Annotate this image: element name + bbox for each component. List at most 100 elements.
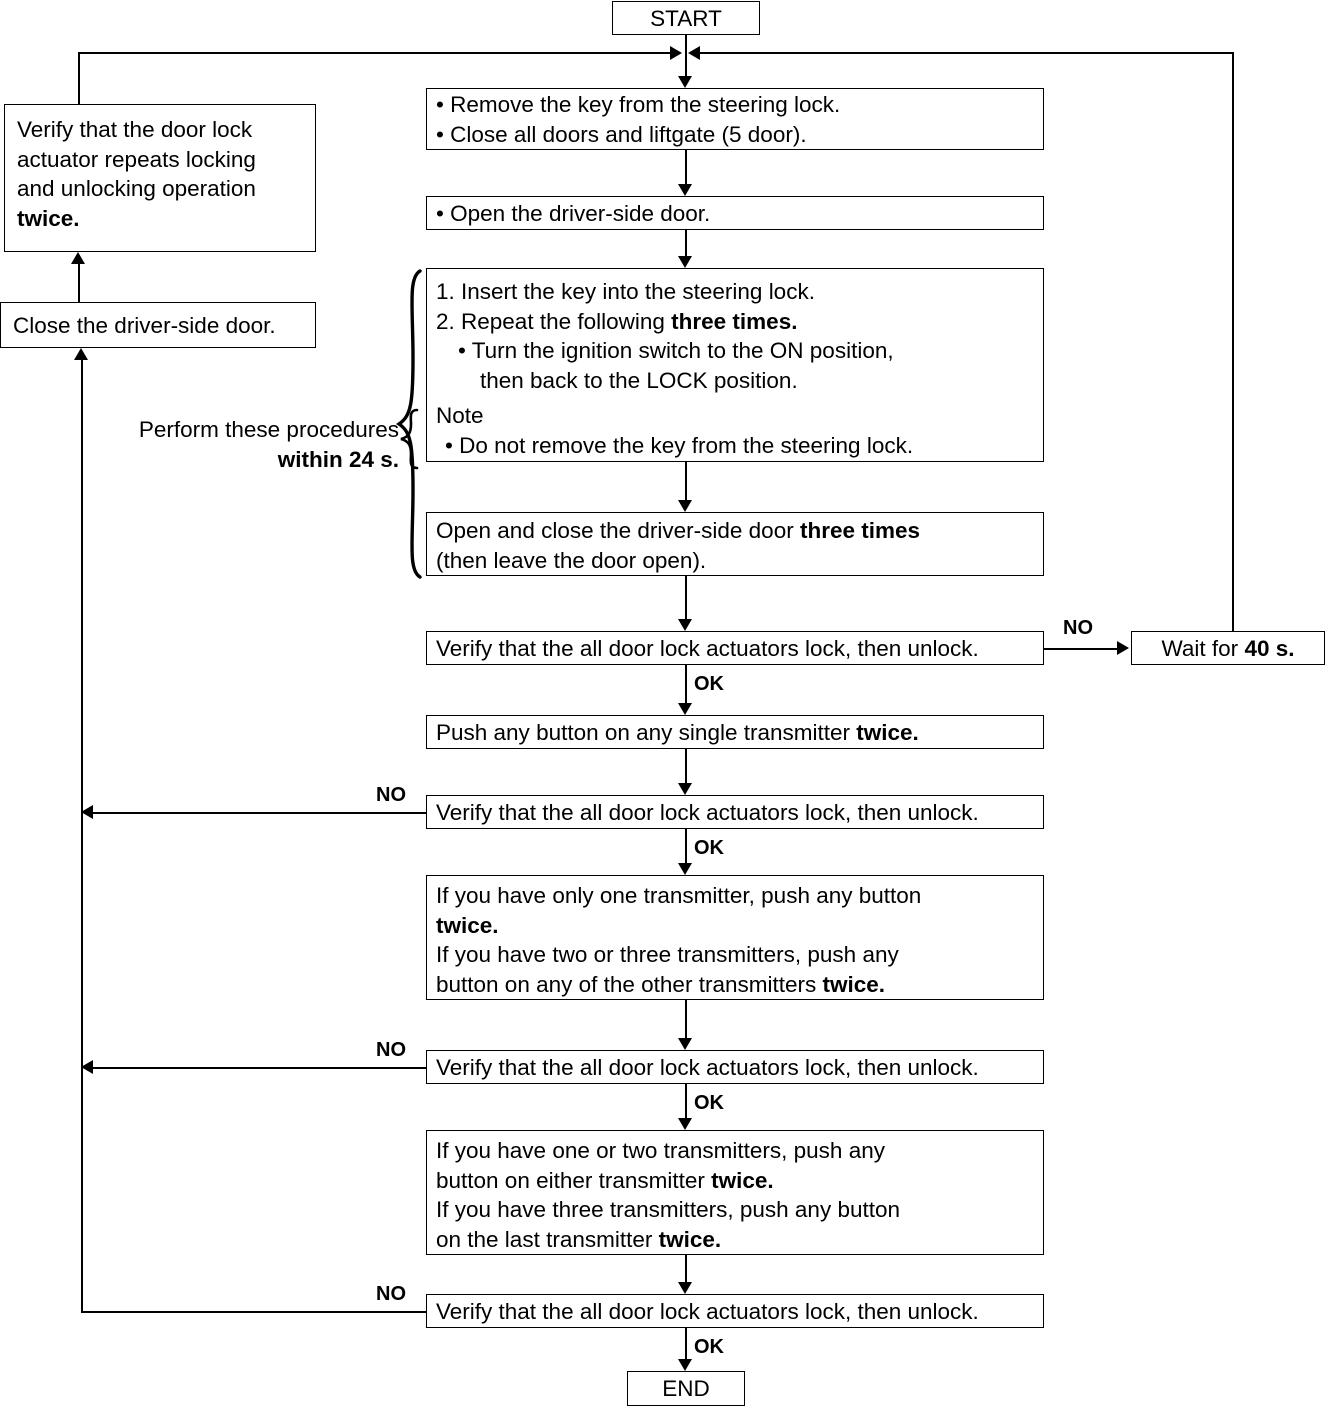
node-push3-line1: If you have one or two transmitters, pus… [436,1138,885,1163]
connector-verify2-push2 [685,829,687,863]
annotation-perform-line2: within 24 s. [277,446,399,472]
connector-left-rail-down [78,52,80,104]
node-start: START [612,1,760,35]
node-step1-line2: • Close all doors and liftgate (5 door). [436,121,807,147]
node-push3: If you have one or two transmitters, pus… [426,1130,1044,1255]
node-close-door-label: Close the driver-side door. [13,313,276,338]
connector-verify3-no [92,1067,426,1069]
connector-step1-step2-arrow-icon [678,184,692,196]
node-end: END [627,1371,745,1406]
node-step4-line1-bold: three times [799,518,921,543]
connector-verify1-wait-arrow-icon [1117,641,1129,655]
connector-step1-step2 [685,150,687,184]
edge-label-ok1: OK [694,673,724,695]
edge-label-no4: NO [376,1283,406,1305]
node-verify-left-line4: twice. [17,205,80,231]
node-verify4-label: Verify that the all door lock actuators … [436,1299,979,1324]
node-push2-line4-pre: button on any of the other transmitters [436,971,823,997]
node-push2-line1: If you have only one transmitter, push a… [436,883,922,908]
connector-top-rail-right [700,52,1233,54]
node-step3: 1. Insert the key into the steering lock… [426,268,1044,462]
connector-verify4-no [81,1311,426,1313]
connector-top-rail-left-arrow-icon [670,46,682,60]
connector-wait-up-rail [1232,52,1234,632]
connector-step2-step3 [685,230,687,256]
connector-push2-verify3-arrow-icon [678,1038,692,1050]
connector-step4-verify1 [685,576,687,619]
connector-step3-step4 [685,462,687,500]
node-verify1-label: Verify that the all door lock actuators … [436,636,979,661]
node-step1: • Remove the key from the steering lock.… [426,88,1044,150]
connector-verify2-no [92,812,426,814]
node-push2-line2: twice. [436,912,499,938]
node-verify3: Verify that the all door lock actuators … [426,1050,1044,1084]
node-verify1: Verify that the all door lock actuators … [426,631,1044,665]
node-start-label: START [650,6,722,31]
edge-label-ok4: OK [694,1336,724,1358]
node-push3-line4-pre: on the last transmitter [436,1226,659,1252]
node-close-door: Close the driver-side door. [0,302,316,348]
connector-junction-to-step1 [685,52,687,76]
connector-left-long-rail-arrow-icon [74,348,88,360]
connector-verify3-no-arrow-icon [81,1060,93,1074]
connector-top-rail-left [78,52,672,54]
node-step2-line1: • Open the driver-side door. [436,201,711,226]
connector-close-to-verifyleft [78,264,80,302]
node-push2-line4: button on any of the other transmitters … [436,970,1034,1000]
node-step1-line1: • Remove the key from the steering lock. [436,92,841,117]
node-verify-left-line1: Verify that the door lock [17,117,253,142]
node-step3-line4: then back to the LOCK position. [436,366,1034,396]
node-wait: Wait for 40 s. [1131,631,1325,665]
node-step4-line2: (then leave the door open). [436,547,707,573]
connector-verify3-push3 [685,1084,687,1118]
node-push2-line4-bold: twice. [822,971,885,997]
node-verify4: Verify that the all door lock actuators … [426,1294,1044,1328]
connector-verify1-wait [1044,648,1119,650]
node-step2: • Open the driver-side door. [426,196,1044,230]
node-step3-line3-text: • Turn the ignition switch to the ON pos… [458,338,894,363]
node-wait-pre: Wait for [1161,636,1245,661]
connector-push1-verify2 [685,749,687,783]
node-step3-note-item: • Do not remove the key from the steerin… [436,431,1034,461]
connector-step2-step3-arrow-icon [678,256,692,268]
node-step4-line1-pre: Open and close the driver-side door [436,518,800,543]
node-step3-line4-text: then back to the LOCK position. [480,367,798,393]
connector-verify2-no-arrow-icon [81,805,93,819]
node-push3-line2-pre: button on either transmitter [436,1167,712,1193]
brace-large-icon [396,268,426,580]
node-step4: Open and close the driver-side door thre… [426,512,1044,576]
node-step3-line1: 1. Insert the key into the steering lock… [436,279,815,304]
node-verify2: Verify that the all door lock actuators … [426,795,1044,829]
node-end-label: END [662,1376,710,1401]
connector-verify1-push1-arrow-icon [678,703,692,715]
node-step3-line2: 2. Repeat the following three times. [436,307,1034,337]
node-wait-bold: 40 s. [1244,636,1295,661]
connector-left-long-rail [81,360,83,1312]
node-push1-bold: twice. [856,720,919,745]
node-push3-line4: on the last transmitter twice. [436,1225,1034,1255]
connector-close-to-verifyleft-arrow-icon [71,252,85,264]
node-verify2-label: Verify that the all door lock actuators … [436,800,979,825]
connector-top-rail-right-arrow-icon [688,46,700,60]
node-push3-line2-bold: twice. [711,1167,774,1193]
edge-label-no3: NO [376,1039,406,1061]
node-push1-pre: Push any button on any single transmitte… [436,720,857,745]
node-verify3-label: Verify that the all door lock actuators … [436,1055,979,1080]
edge-label-ok3: OK [694,1092,724,1114]
node-step3-line2-bold: three times. [671,308,798,334]
connector-step3-step4-arrow-icon [678,500,692,512]
node-push3-line3: If you have three transmitters, push any… [436,1197,901,1222]
connector-push1-verify2-arrow-icon [678,783,692,795]
connector-junction-to-step1-arrow-icon [678,76,692,88]
connector-verify4-end [685,1328,687,1359]
annotation-perform-within: Perform these procedures within 24 s. [99,415,399,474]
connector-verify3-push3-arrow-icon [678,1118,692,1130]
node-verify-left-line2: actuator repeats locking [17,146,256,172]
connector-push2-verify3 [685,1000,687,1038]
node-step3-line2-pre: 2. Repeat the following [436,308,672,334]
node-step4-line1: Open and close the driver-side door thre… [436,516,1034,546]
connector-push3-verify4 [685,1255,687,1282]
connector-push3-verify4-arrow-icon [678,1282,692,1294]
node-push2: If you have only one transmitter, push a… [426,875,1044,1000]
